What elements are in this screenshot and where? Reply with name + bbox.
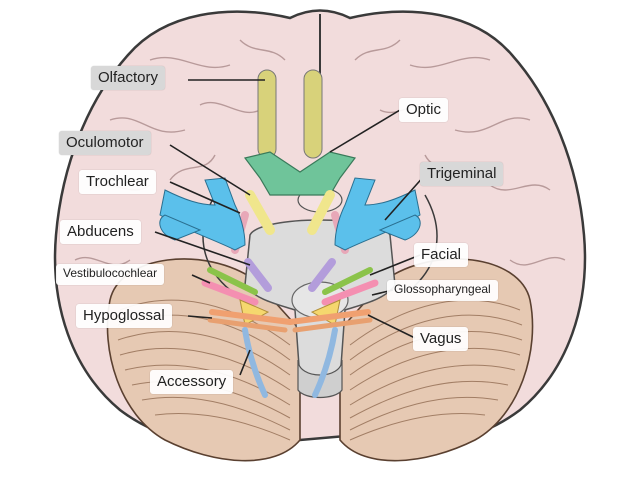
facial-nerve xyxy=(322,267,373,295)
optic-chiasm xyxy=(243,151,357,196)
facial-nerve xyxy=(207,267,258,295)
trigeminal-nerve-right xyxy=(334,177,421,251)
label-facial: Facial xyxy=(414,243,469,268)
label-trigeminal: Trigeminal xyxy=(420,162,504,187)
label-oculomotor: Oculomotor xyxy=(59,131,151,156)
oculomotor-nerve xyxy=(307,190,335,235)
vestibulocochlear-nerve xyxy=(321,279,379,306)
hypoglossal-nerve xyxy=(207,317,288,333)
label-accessory: Accessory xyxy=(150,370,234,395)
label-vagus: Vagus xyxy=(413,327,469,352)
oculomotor-nerve xyxy=(245,190,275,235)
trigeminal-nerve-left xyxy=(159,177,246,251)
vagus-nerve xyxy=(209,309,293,325)
label-trochlear: Trochlear xyxy=(79,170,156,195)
olfactory-nerve xyxy=(303,69,323,159)
vagus-nerve xyxy=(287,309,371,325)
abducens-nerve xyxy=(244,258,272,292)
cerebral-gyri xyxy=(74,39,566,266)
label-olfactory: Olfactory xyxy=(91,66,166,91)
leader-lines xyxy=(154,79,426,376)
abducens-nerve xyxy=(308,258,336,292)
label-glossopharyngeal: Glossopharyngeal xyxy=(387,280,498,301)
label-optic: Optic xyxy=(399,98,449,123)
label-hypoglossal: Hypoglossal xyxy=(76,304,172,329)
label-vestibulocochlear: Vestibulocochlear xyxy=(56,264,165,285)
accessory-nerve xyxy=(312,327,338,398)
olfactory-nerve xyxy=(257,69,277,159)
hypoglossal-nerve xyxy=(292,317,373,333)
label-abducens: Abducens xyxy=(60,220,141,245)
vestibulocochlear-nerve xyxy=(201,279,259,306)
accessory-nerve xyxy=(242,327,268,398)
